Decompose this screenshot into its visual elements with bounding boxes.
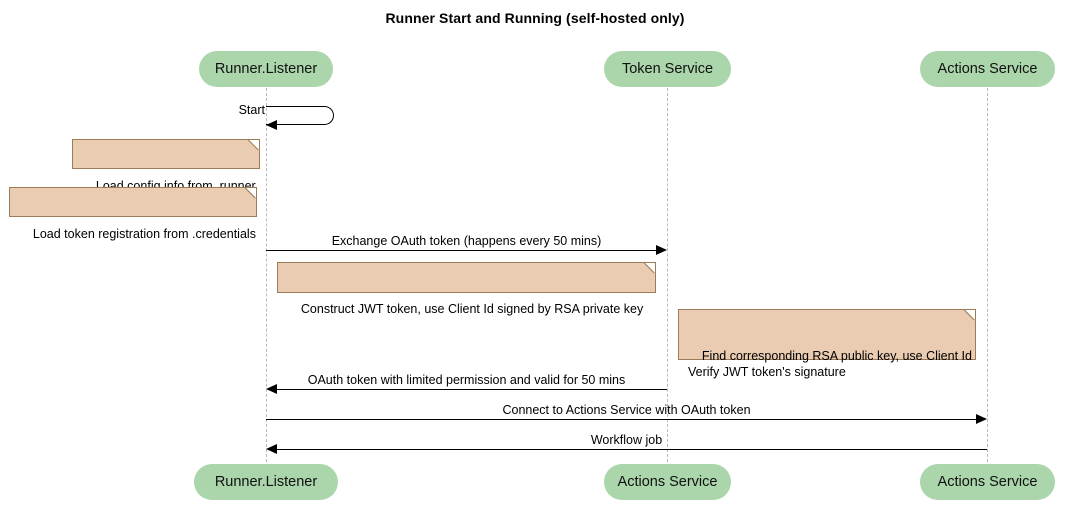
participant-runner-listener-bottom[interactable]: Runner.Listener [194, 464, 338, 500]
participant-actions-service-top[interactable]: Actions Service [920, 51, 1055, 87]
message-line-workflow-job[interactable] [277, 449, 987, 450]
page-title: Runner Start and Running (self-hosted on… [385, 10, 685, 26]
participant-token-service-bottom[interactable]: Actions Service [604, 464, 731, 500]
note-fold-icon [965, 309, 976, 320]
lifeline-token-service [667, 88, 668, 462]
participant-label: Token Service [621, 61, 714, 77]
note-text: Find corresponding RSA public key, use C… [688, 349, 972, 379]
message-line-connect-actions[interactable] [266, 419, 976, 420]
message-line-exchange-oauth-token[interactable] [266, 250, 656, 251]
note-construct-jwt: Construct JWT token, use Client Id signe… [277, 262, 656, 316]
participant-label: Runner.Listener [214, 474, 318, 490]
arrow-head-workflow-job [266, 444, 277, 454]
arrow-head-oauth-token-return [266, 384, 277, 394]
note-load-config: Load config info from .runner [72, 139, 260, 193]
message-label-exchange-oauth-token: Exchange OAuth token (happens every 50 m… [331, 234, 602, 248]
arrow-head-start [266, 120, 277, 130]
lifeline-actions-service [987, 88, 988, 462]
participant-actions-service-bottom[interactable]: Actions Service [920, 464, 1055, 500]
participant-label: Actions Service [937, 61, 1038, 77]
message-label-connect-actions: Connect to Actions Service with OAuth to… [502, 403, 751, 417]
note-fold-icon [246, 187, 257, 198]
note-fold-icon [645, 262, 656, 273]
message-line-oauth-token-return[interactable] [277, 389, 667, 390]
note-text: Construct JWT token, use Client Id signe… [300, 302, 644, 316]
note-verify-jwt: Find corresponding RSA public key, use C… [678, 309, 976, 379]
message-label-workflow-job: Workflow job [590, 433, 663, 447]
participant-label: Runner.Listener [214, 61, 318, 77]
participant-runner-listener-top[interactable]: Runner.Listener [199, 51, 333, 87]
message-label-oauth-token-return: OAuth token with limited permission and … [307, 373, 626, 387]
note-text: Load token registration from .credential… [32, 227, 256, 241]
note-load-token-registration: Load token registration from .credential… [9, 187, 257, 241]
participant-label: Actions Service [937, 474, 1038, 490]
note-fold-icon [249, 139, 260, 150]
message-self-loop-start[interactable] [266, 106, 334, 125]
participant-token-service-top[interactable]: Token Service [604, 51, 731, 87]
arrow-head-exchange-oauth-token [656, 245, 667, 255]
message-label-start: Start [238, 103, 265, 117]
arrow-head-connect-actions [976, 414, 987, 424]
participant-label: Actions Service [617, 474, 718, 490]
lifeline-runner [266, 88, 267, 462]
